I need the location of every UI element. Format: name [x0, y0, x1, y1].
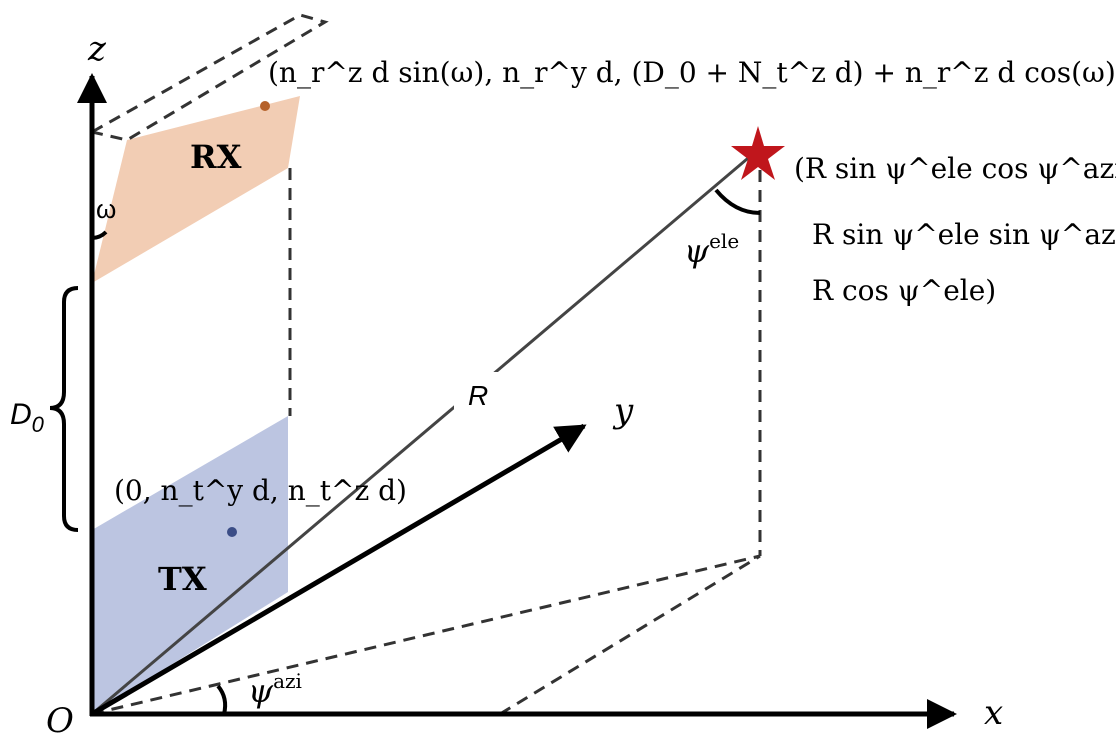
- target-coordinate-line1: (R sin ψ^ele cos ψ^azi,: [794, 152, 1116, 185]
- rx-dot: [260, 101, 270, 111]
- psi-azi-label: ψazi: [248, 669, 302, 710]
- psi-azi-arc: [216, 684, 228, 715]
- target-coordinate-line2: R sin ψ^ele sin ψ^azi,: [812, 218, 1116, 251]
- psi-ele-arc: [714, 188, 761, 215]
- y-axis-label: y: [612, 391, 634, 431]
- target-star: [731, 126, 785, 180]
- d0-brace: [49, 286, 79, 532]
- tx-coordinate: (0, n_t^y d, n_t^z d): [114, 474, 407, 507]
- tx-dot: [227, 527, 237, 537]
- x-axis-label: x: [984, 693, 1003, 733]
- base-projection-line: [91, 554, 761, 716]
- y-axis: [90, 423, 587, 717]
- psi-ele-label: ψele: [684, 229, 739, 270]
- z-axis-label: z: [87, 29, 107, 69]
- omega-arc: [91, 230, 108, 240]
- target-coordinate-line3: R cos ψ^ele): [812, 274, 996, 307]
- rx-coordinate: (n_r^z d sin(ω), n_r^y d, (D_0 + N_t^z d…: [268, 56, 1116, 89]
- rx-projection-dashes: [91, 13, 329, 142]
- range-line: [91, 146, 761, 716]
- range-label: R: [468, 380, 488, 411]
- base-x-line: [499, 554, 761, 716]
- rx-label: RX: [190, 138, 242, 176]
- tx-label: TX: [158, 560, 207, 598]
- omega-label: ω: [96, 194, 116, 224]
- d0-label: D0: [10, 398, 45, 437]
- tx-panel: [92, 416, 288, 714]
- rx-panel: [92, 96, 300, 283]
- origin-label: O: [46, 701, 74, 740]
- range-label-bg: [454, 372, 500, 416]
